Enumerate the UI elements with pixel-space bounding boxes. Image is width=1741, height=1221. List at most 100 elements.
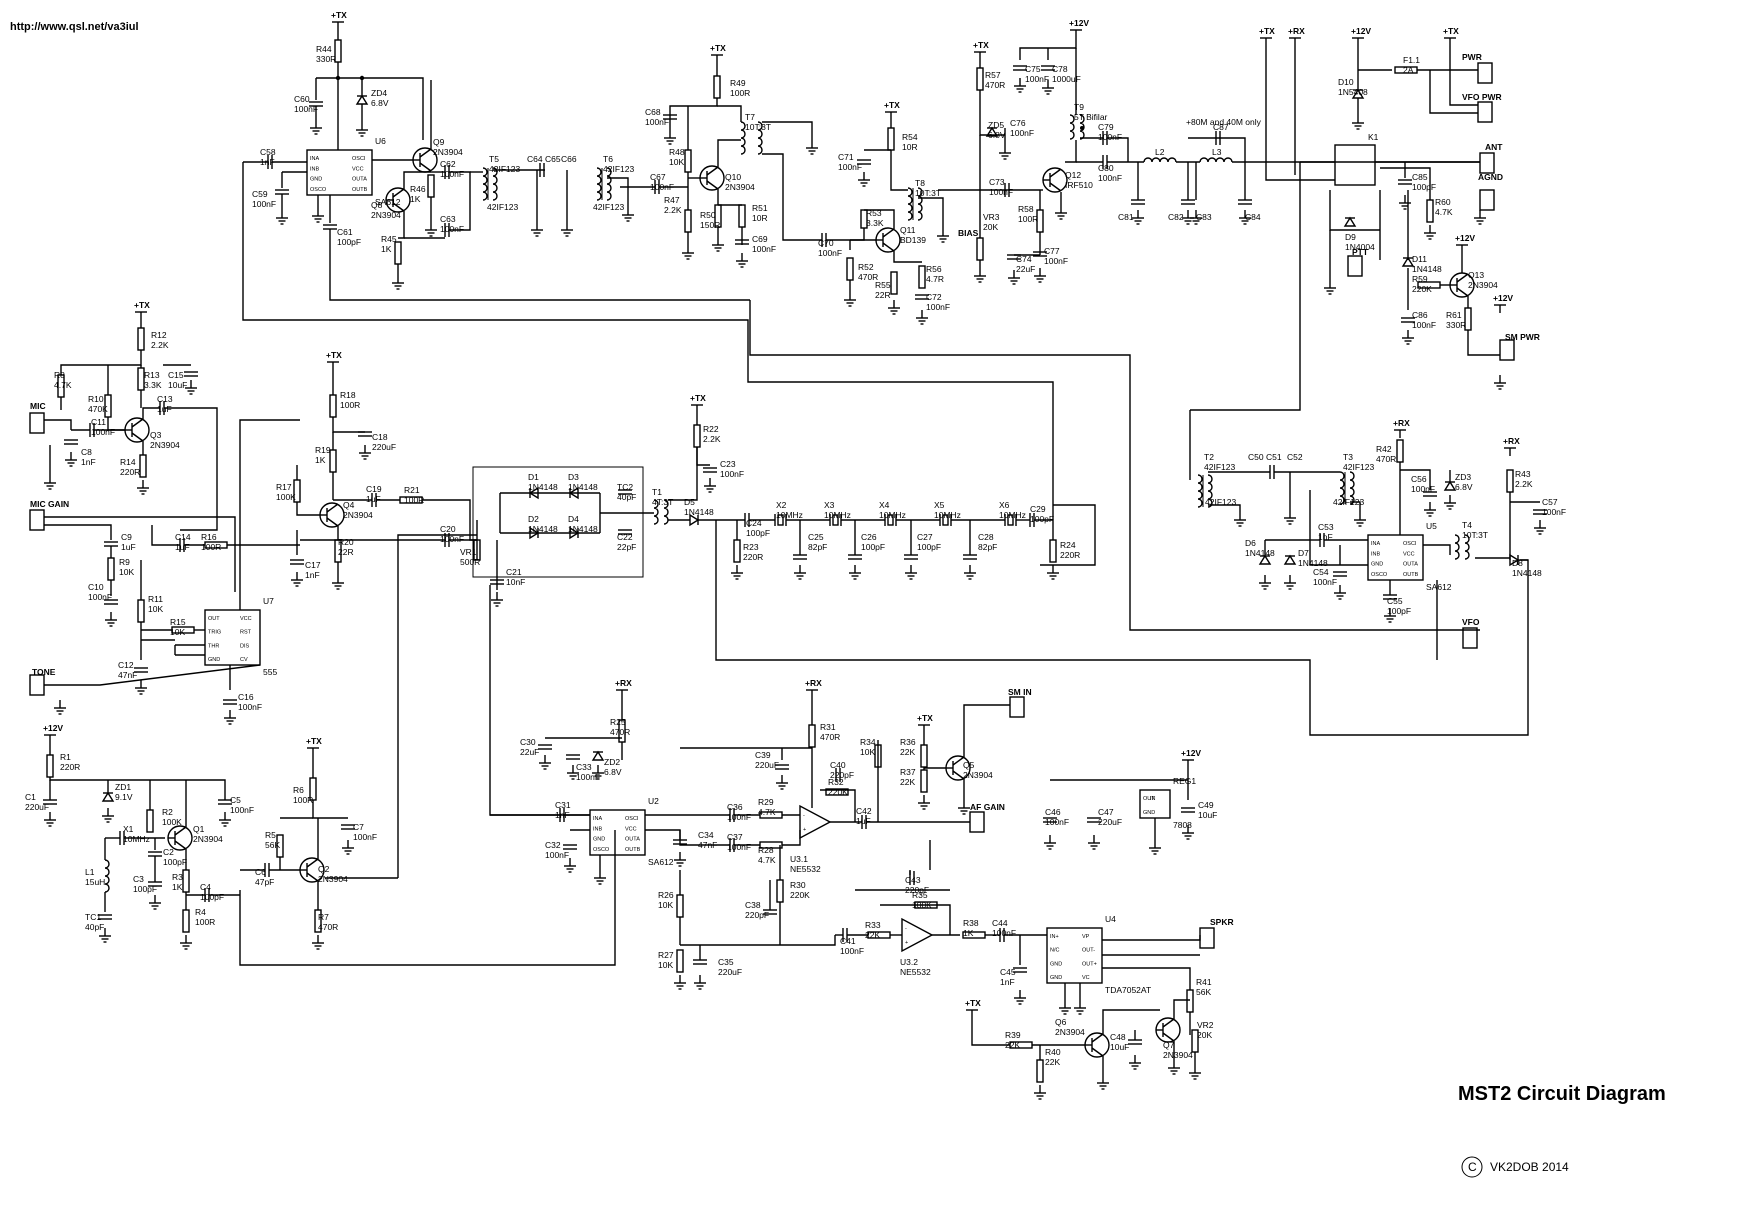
label-d7: D7 (1298, 548, 1309, 558)
wire (668, 447, 698, 501)
ic-pin-label: INA (1371, 541, 1381, 547)
supply-label: +TX (134, 300, 150, 310)
label-t8: T8 (915, 178, 925, 188)
label-c31v: 1nF (555, 810, 570, 820)
label-c80v: 100nF (1098, 173, 1122, 183)
label-q2v: 2N3904 (318, 874, 348, 884)
resistor (618, 719, 626, 743)
label-r18: R18 (340, 390, 356, 400)
label-c32: C32 (545, 840, 561, 850)
label-r50: R50 (700, 210, 716, 220)
label-c64: C64 (527, 154, 543, 164)
ground-symbol (999, 145, 1011, 160)
diode (1509, 553, 1520, 567)
transistor-emitter (306, 872, 319, 882)
ground-symbol (1097, 1075, 1109, 1090)
label-r42: R42 (1376, 444, 1392, 454)
wires (44, 30, 1540, 1075)
label-c18v: 220uF (372, 442, 396, 452)
label-r46v: 1K (410, 194, 421, 204)
diagram-title: MST2 Circuit Diagram (1458, 1083, 1666, 1105)
wire (151, 525, 180, 546)
wire (1380, 167, 1431, 200)
label-c6v: 47pF (255, 877, 274, 887)
wire (918, 197, 944, 228)
label-r31v: 470R (820, 732, 840, 742)
label-zd1: ZD1 (115, 782, 131, 792)
label-c2v: 100pF (163, 857, 187, 867)
label-r60: R60 (1435, 197, 1451, 207)
label-c21v: 10nF (506, 577, 525, 587)
connector-label: MIC GAIN (30, 499, 69, 509)
label-r47: R47 (664, 195, 680, 205)
label-r28v: 4.7K (758, 855, 776, 865)
wire (782, 830, 801, 846)
transistor-emitter (131, 432, 144, 442)
ic-pin-label: GND (1143, 810, 1155, 816)
label-r4v: 100R (195, 917, 215, 927)
label-c72: C72 (926, 292, 942, 302)
ic-pin-label: THR (208, 643, 219, 649)
label-r1v: 220R (60, 762, 80, 772)
diode (985, 126, 999, 137)
wire (1040, 504, 1096, 566)
capacitor (904, 554, 918, 560)
label-r43v: 2.2K (1515, 479, 1533, 489)
label-d1: D1 (528, 472, 539, 482)
components: +TXINAINBGNDOSCOOSCIVCCOUTAOUTBU6SA612+T… (29, 10, 1547, 1100)
resistor (846, 257, 854, 281)
ic-body (1046, 927, 1103, 984)
ic-body (204, 609, 261, 666)
label-r6v: 100R (293, 795, 313, 805)
supply-rail: +RX (805, 678, 822, 698)
inductor-coil (606, 167, 612, 201)
wire (296, 502, 320, 516)
transistor-collector (174, 826, 187, 836)
supply-label: +12V (1181, 748, 1201, 758)
inductor-coil (1197, 474, 1203, 508)
label-r15v: 10K (170, 627, 185, 637)
ic-pin-label: OUT+ (1082, 961, 1097, 967)
label-c58: C58 (260, 147, 276, 157)
ground-symbol (1334, 585, 1346, 600)
ground-symbol (332, 575, 344, 590)
label-c51: C51 (1266, 452, 1282, 462)
wire (762, 153, 822, 241)
label-q6: Q6 (1055, 1017, 1067, 1027)
label-r52: R52 (858, 262, 874, 272)
label-r44v: 330R (316, 54, 336, 64)
label-c8: C8 (81, 447, 92, 457)
label-c21: C21 (506, 567, 522, 577)
label-r59: R59 (1412, 274, 1428, 284)
label-c30v: 22uF (520, 747, 539, 757)
capacitor (1102, 155, 1108, 169)
label-r2: R2 (162, 807, 173, 817)
diode-body (1401, 256, 1415, 267)
ic-part: SA612 (375, 197, 401, 207)
label-c43v: 220pF (905, 885, 929, 895)
ground-symbol (794, 565, 806, 580)
label-r55: R55 (875, 280, 891, 290)
source-url: http://www.qsl.net/va3iul (10, 21, 139, 33)
label-q7v: 2N3904 (1163, 1050, 1193, 1060)
copyright-circle (1461, 1156, 1483, 1178)
label-c50: C50 (1248, 452, 1264, 462)
resistor (46, 754, 54, 778)
capacitor (1041, 65, 1055, 71)
supply-label: +TX (690, 393, 706, 403)
resistor (914, 901, 938, 909)
label-r15: R15 (170, 617, 186, 627)
label-c20v: 100nF (440, 534, 464, 544)
label-r57: R57 (985, 70, 1001, 80)
resistor (137, 367, 145, 391)
label-c37v: 100nF (727, 842, 751, 852)
resistor (329, 449, 337, 473)
label-d4v: 1N4148 (568, 524, 598, 534)
ground-symbol (858, 172, 870, 187)
label-c56: C56 (1411, 474, 1427, 484)
label-r36v: 22K (900, 747, 915, 757)
wire (1309, 490, 1368, 566)
label-c4v: 100pF (200, 892, 224, 902)
label-t2v: 42IF123 (1204, 462, 1235, 472)
label-c80: C80 (1098, 163, 1114, 173)
